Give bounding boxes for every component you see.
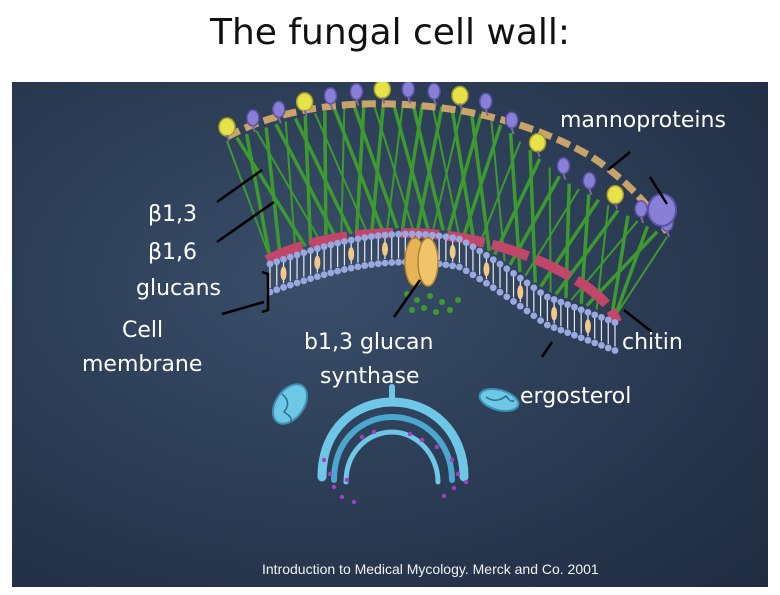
label-synthase-line2: synthase	[320, 364, 419, 390]
mitochondrion-left	[266, 378, 314, 430]
label-synthase-line1: b1,3 glucan	[304, 330, 434, 356]
label-cell: Cell	[122, 318, 163, 344]
mitochondrion-right	[477, 385, 521, 415]
label-beta13: β1,3	[148, 202, 197, 228]
page-title: The fungal cell wall:	[0, 12, 780, 53]
label-chitin: chitin	[622, 330, 683, 356]
glucan-synthase	[405, 238, 438, 286]
label-beta16: β1,6	[148, 240, 197, 266]
label-mannoproteins: mannoproteins	[560, 108, 726, 134]
label-ergosterol: ergosterol	[520, 384, 631, 410]
glucan-precursor-dots	[404, 291, 461, 315]
diagram-panel: mannoproteins β1,3 β1,6 glucans Cell mem…	[12, 82, 768, 587]
golgi-apparatus	[322, 387, 464, 482]
source-credit: Introduction to Medical Mycology. Merck …	[262, 561, 599, 577]
label-glucans: glucans	[136, 276, 221, 302]
label-membrane: membrane	[82, 352, 202, 378]
